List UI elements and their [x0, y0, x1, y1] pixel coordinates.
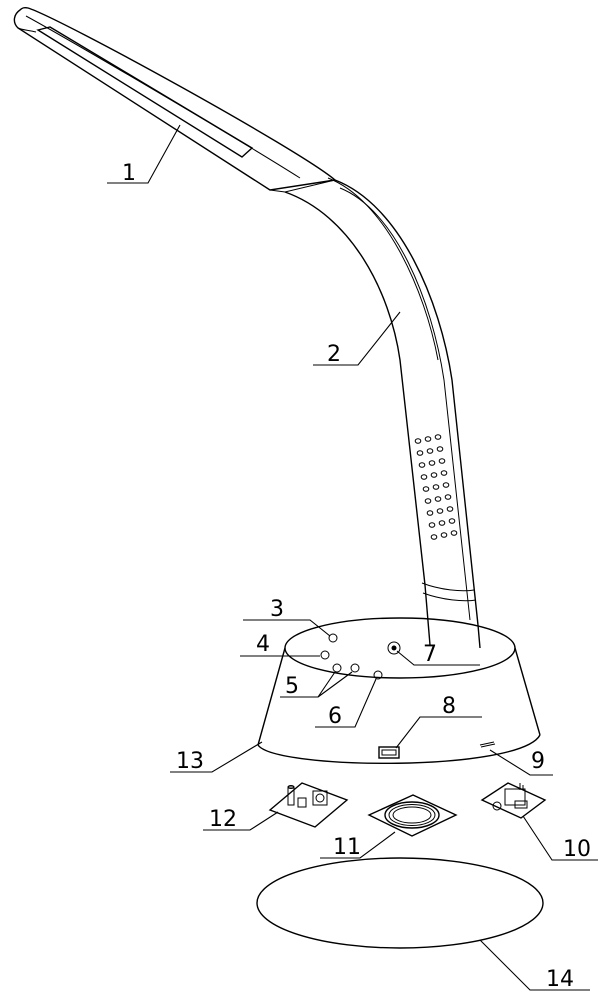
usb-port [378, 746, 400, 759]
callout-10: 10 [563, 837, 591, 862]
callout-9: 9 [531, 749, 545, 774]
circuit-board-12 [268, 782, 349, 828]
callout-14: 14 [546, 967, 574, 992]
button-5b [350, 663, 360, 673]
lamp-arm [284, 177, 481, 649]
callout-6: 6 [328, 704, 342, 729]
lamp-head [13, 6, 337, 193]
callout-1: 1 [122, 161, 136, 186]
callout-5: 5 [285, 674, 299, 699]
callout-labels: 1 2 3 4 5 6 7 8 9 10 11 12 13 14 [122, 161, 591, 992]
callout-12: 12 [209, 807, 237, 832]
switch-7 [387, 641, 401, 655]
lamp-base [257, 617, 541, 764]
coil-board-11 [367, 794, 458, 837]
bottom-plate [256, 857, 544, 949]
button-6 [373, 670, 383, 680]
switch-7-center [391, 645, 397, 651]
leader-lines [107, 124, 598, 991]
callout-8: 8 [442, 694, 456, 719]
button-3 [328, 633, 338, 643]
callout-13: 13 [176, 749, 204, 774]
button-5a [332, 663, 342, 673]
callout-3: 3 [270, 597, 284, 622]
callout-4: 4 [256, 632, 270, 657]
vent-holes [414, 434, 458, 540]
circuit-board-10 [480, 782, 547, 819]
callout-2: 2 [327, 342, 341, 367]
callout-11: 11 [333, 835, 361, 860]
callout-7: 7 [423, 642, 437, 667]
button-4 [320, 650, 330, 660]
